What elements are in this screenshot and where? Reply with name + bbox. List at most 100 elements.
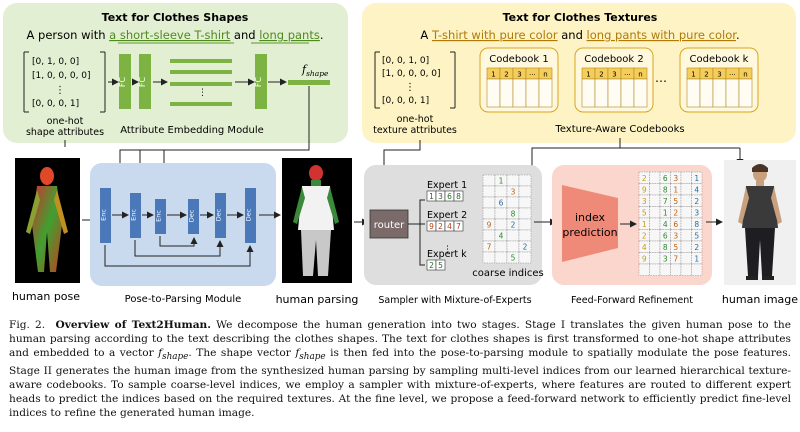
fine-cell	[691, 183, 703, 196]
expert-digit: 3	[438, 192, 443, 201]
fc-block-1	[119, 54, 131, 109]
fine-index: 6	[673, 220, 678, 229]
svg-text:Dec: Dec	[188, 209, 196, 222]
coarse-index: 2	[511, 221, 516, 230]
codebook-column	[725, 78, 740, 108]
fine-index: 9	[642, 255, 647, 264]
caption-title: Overview of Text2Human.	[55, 319, 211, 331]
fine-cell	[638, 263, 650, 276]
coarse-cell	[518, 174, 532, 187]
textures-sentence: A T-shirt with pure color and long pants…	[420, 28, 739, 42]
codebook-cell-label: ⋯	[529, 71, 536, 79]
coarse-cell	[494, 185, 508, 198]
architecture-diagram: Text for Clothes Shapes A person with a …	[3, 3, 798, 306]
fine-cell	[680, 217, 692, 230]
textures-panel: Text for Clothes Textures A T-shirt with…	[362, 3, 796, 143]
human-image-label: human image	[722, 293, 798, 306]
coarse-cell	[494, 218, 508, 231]
expert-digit: 8	[456, 192, 461, 201]
coarse-cell	[482, 207, 496, 220]
fine-index: 2	[694, 243, 699, 252]
expert-digit: 9	[429, 222, 434, 231]
caption-text-2: . The shape vector	[188, 347, 296, 359]
svg-text:⋮: ⋮	[405, 82, 415, 93]
codebook-dots: ⋯	[655, 74, 667, 88]
shape-onehot-label-2: shape attributes	[26, 127, 104, 138]
index-prediction-label-2: prediction	[562, 226, 617, 239]
expert-digit: 2	[429, 261, 434, 270]
codebook-cell-label: n	[543, 71, 547, 79]
fine-index: 2	[642, 174, 647, 183]
fine-cell	[691, 229, 703, 242]
fine-cell	[691, 171, 703, 184]
svg-text:Dec: Dec	[245, 208, 253, 221]
coarse-cell	[482, 185, 496, 198]
caption-text-1: We decompose the human generation into t…	[9, 319, 791, 359]
codebook-cell-label: 2	[504, 71, 508, 79]
fine-cell	[691, 252, 703, 265]
codebook-cell-label: 3	[717, 71, 721, 79]
coarse-indices-label: coarse indices	[472, 268, 544, 279]
codebook-name: Codebook 2	[584, 54, 644, 65]
codebook-column	[738, 78, 753, 108]
texture-phrase-2: long pants with pure color	[587, 28, 738, 42]
expert-digit: 2	[438, 222, 443, 231]
svg-text:FC: FC	[138, 76, 147, 87]
svg-text:[0, 0, 1, 0]: [0, 0, 1, 0]	[382, 56, 429, 66]
codebook-column	[581, 78, 596, 108]
codebook-column	[486, 78, 501, 108]
codebook-name: Codebook 1	[489, 54, 549, 65]
codebook-cell-label: 2	[704, 71, 708, 79]
codebook-column	[499, 78, 514, 108]
fine-index: 8	[694, 220, 699, 229]
coarse-index: 3	[511, 188, 516, 197]
svg-text:[0, 1, 0, 0]: [0, 1, 0, 0]	[32, 57, 79, 67]
svg-text:FC: FC	[118, 76, 127, 87]
svg-text:Dec: Dec	[215, 208, 223, 221]
codebook-column	[594, 78, 609, 108]
coarse-cell	[494, 251, 508, 264]
codebook-cell-label: 1	[691, 71, 695, 79]
fine-cell	[649, 194, 661, 207]
codebook-cell-label: n	[638, 71, 642, 79]
enc-block-1	[100, 188, 111, 243]
caption-text-3: is then fed into the pose-to-parsing mod…	[9, 347, 792, 420]
fine-index: 3	[642, 197, 647, 206]
router-label: router	[374, 220, 405, 231]
expert-name: Expert 2	[427, 210, 467, 221]
fine-index: 7	[673, 255, 678, 264]
fine-index: 1	[642, 220, 647, 229]
fine-cell	[691, 194, 703, 207]
codebook-column	[620, 78, 635, 108]
fshape-vector	[288, 80, 330, 85]
svg-text:[0, 0, 0, 1]: [0, 0, 0, 1]	[32, 99, 79, 109]
coarse-cell	[506, 229, 520, 242]
caption-fig-number: Fig. 2.	[9, 319, 46, 331]
fine-cell	[649, 183, 661, 196]
fine-cell	[680, 240, 692, 253]
fine-cell	[649, 240, 661, 253]
coarse-cell	[506, 196, 520, 209]
svg-text:⋮: ⋮	[55, 85, 65, 96]
fine-index: 1	[694, 255, 699, 264]
fc-block-2	[139, 54, 151, 109]
fine-index: 2	[673, 209, 678, 218]
svg-text:Enc: Enc	[100, 209, 108, 221]
svg-text:Enc: Enc	[130, 209, 138, 221]
expert-digit: 4	[447, 222, 452, 231]
fine-cell	[691, 217, 703, 230]
svg-text:[0, 0, 0, 1]: [0, 0, 0, 1]	[382, 96, 429, 106]
expert-digit-cell	[435, 259, 446, 271]
dec-block-3	[245, 188, 256, 243]
svg-text:[1, 0, 0, 0, 0]: [1, 0, 0, 0, 0]	[382, 69, 441, 79]
expert-digit-cell	[453, 220, 464, 232]
fine-cell	[649, 171, 661, 184]
human-parsing-label: human parsing	[276, 293, 359, 306]
coarse-cell	[482, 174, 496, 187]
fine-cell	[680, 183, 692, 196]
fshape-label: fshape	[301, 63, 329, 78]
